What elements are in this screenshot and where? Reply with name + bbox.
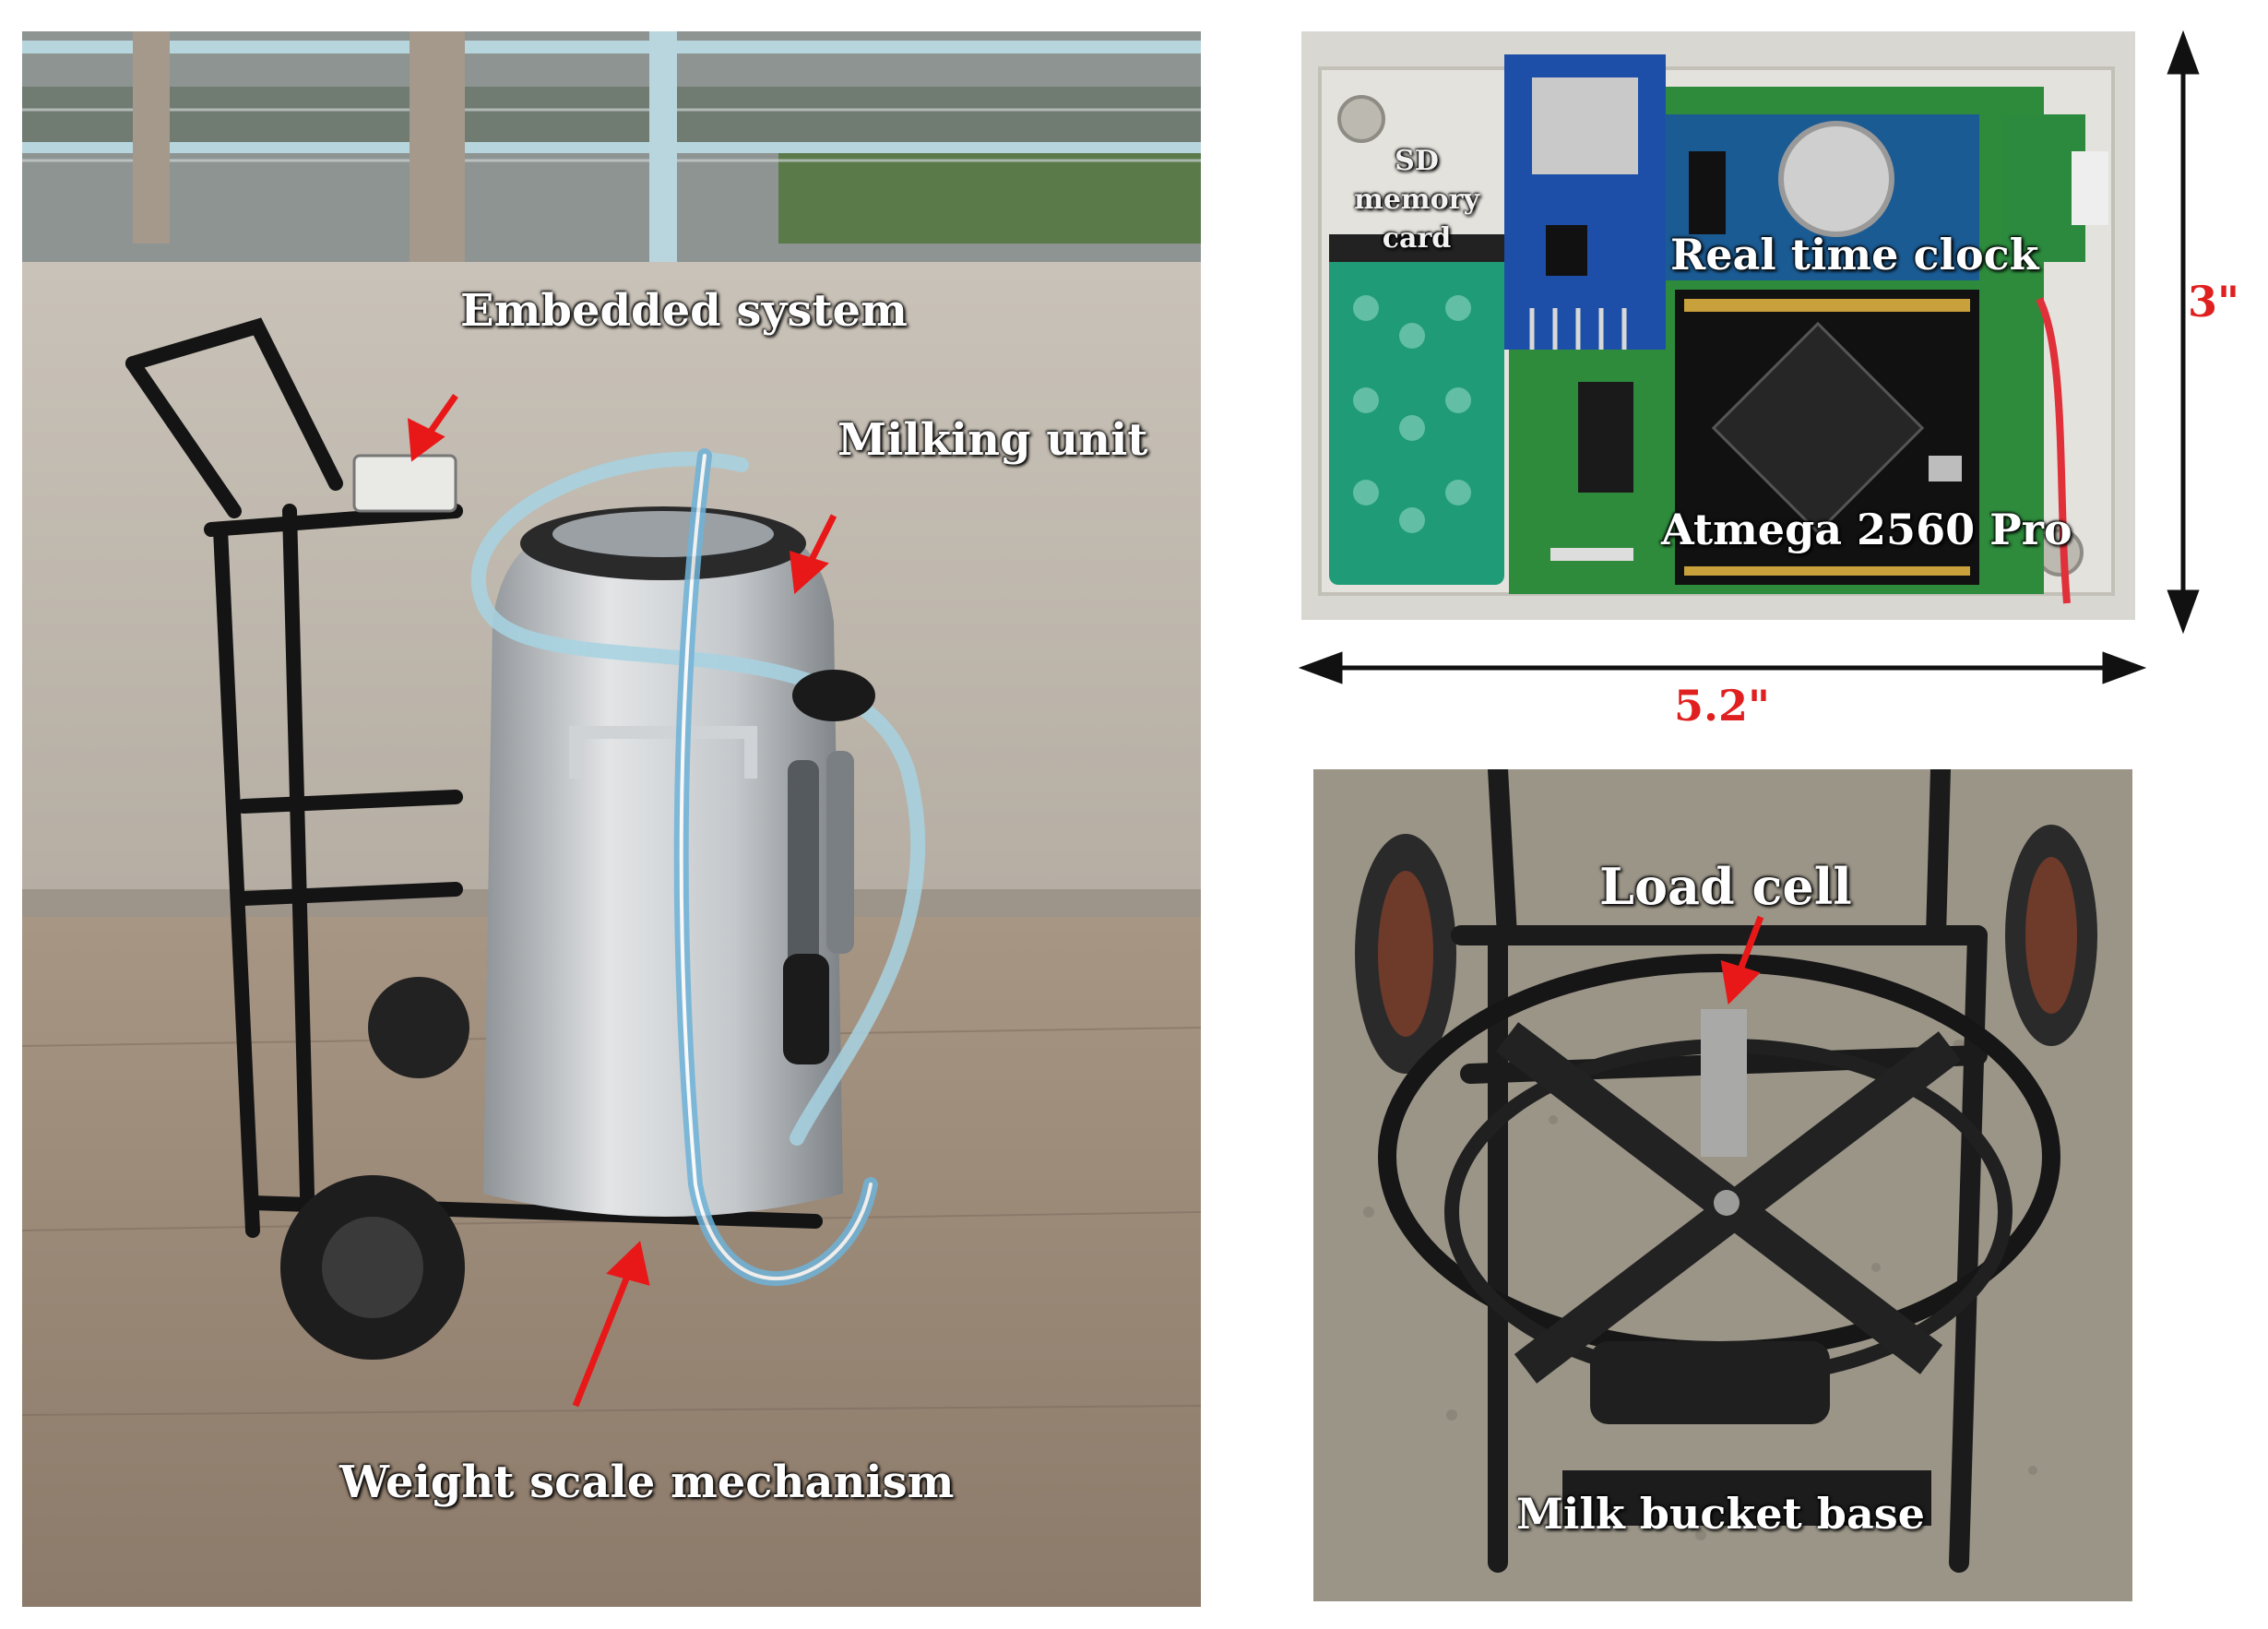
label-sd-memory-card: SD memory card (1354, 145, 1479, 255)
milking-trolley-illustration (22, 31, 1201, 1607)
label-embedded-system: Embedded system (460, 285, 908, 337)
photo-load-cell-base: Load cell Milk bucket base (1313, 769, 2132, 1601)
label-real-time-clock: Real time clock (1670, 230, 2039, 279)
annotation-arrows (407, 393, 837, 1408)
dimension-height-label: 3" (2188, 277, 2239, 327)
load-cell-base-illustration (1313, 769, 2132, 1601)
photo-electronics-board: SD memory card Real time clock Atmega 25… (1301, 31, 2135, 620)
label-atmega-2560-pro: Atmega 2560 Pro (1661, 505, 2072, 554)
label-load-cell: Load cell (1599, 857, 1852, 916)
label-weight-scale-mechanism: Weight scale mechanism (339, 1457, 955, 1508)
dimension-width-label: 5.2" (1674, 681, 1770, 731)
electronics-board-illustration (1301, 31, 2135, 620)
photo-milking-trolley: Embedded system Milking unit Weight scal… (22, 31, 1201, 1607)
label-milking-unit: Milking unit (837, 414, 1148, 466)
label-milk-bucket-base: Milk bucket base (1516, 1489, 1925, 1539)
